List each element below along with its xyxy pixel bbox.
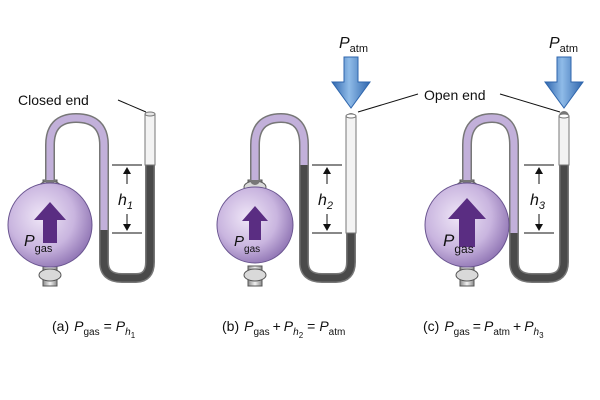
gas-column — [251, 114, 308, 180]
height-arrowhead-up — [323, 167, 331, 174]
open-tube — [558, 115, 570, 166]
mercury-column — [100, 165, 154, 282]
height-label-a: h1 — [118, 192, 133, 212]
open-mouth — [345, 113, 357, 119]
gas-column — [463, 114, 518, 233]
closed-end-leader — [117, 99, 147, 113]
closed-tube — [144, 113, 156, 166]
open-end-leader-b — [357, 93, 419, 113]
mercury-column — [510, 165, 568, 282]
atm-pressure-arrow — [331, 56, 371, 109]
atm-label-b: Patm — [339, 35, 368, 55]
height-label-c: h3 — [530, 192, 546, 212]
gas-label-a: Pgas — [24, 233, 53, 255]
height-arrowhead-down — [535, 224, 543, 231]
open-mouth — [558, 113, 570, 119]
gas-pressure-arrow — [34, 202, 66, 243]
open-end-label: Open end — [424, 87, 486, 103]
caption-b: (b)Pgas+Ph2=Patm — [222, 318, 345, 340]
panel-a: h1 Pgas Closed end (a)Pgas=Ph1 — [7, 92, 156, 340]
gas-column — [46, 114, 108, 230]
closed-end-label: Closed end — [18, 92, 89, 108]
valve-bottom — [243, 268, 267, 282]
closed-cap — [144, 111, 156, 117]
mercury-column — [300, 165, 355, 282]
panel-c: h3 Pgas Patm (c)Pgas=Patm+Ph3 — [423, 35, 584, 340]
caption-a: (a)Pgas=Ph1 — [52, 318, 136, 340]
gas-pressure-arrow — [242, 206, 268, 240]
caption-c: (c)Pgas=Patm+Ph3 — [423, 318, 544, 340]
gas-label-b: Pgas — [234, 233, 260, 255]
height-arrowhead-up — [123, 167, 131, 174]
valve-bottom — [455, 268, 479, 282]
atm-pressure-arrow — [544, 56, 584, 109]
open-tube — [345, 115, 357, 234]
atm-label-c: Patm — [549, 35, 578, 55]
height-arrowhead-up — [535, 167, 543, 174]
height-arrowhead-down — [323, 224, 331, 231]
gas-pressure-arrow — [448, 198, 486, 247]
panel-b: h2 Pgas Patm (b)Pgas+Ph2=Patm — [216, 35, 371, 340]
valve-bottom — [38, 268, 62, 282]
height-label-b: h2 — [318, 192, 333, 212]
height-arrowhead-down — [123, 224, 131, 231]
open-end-leader-c — [499, 93, 561, 113]
gas-label-c: Pgas — [443, 231, 474, 256]
